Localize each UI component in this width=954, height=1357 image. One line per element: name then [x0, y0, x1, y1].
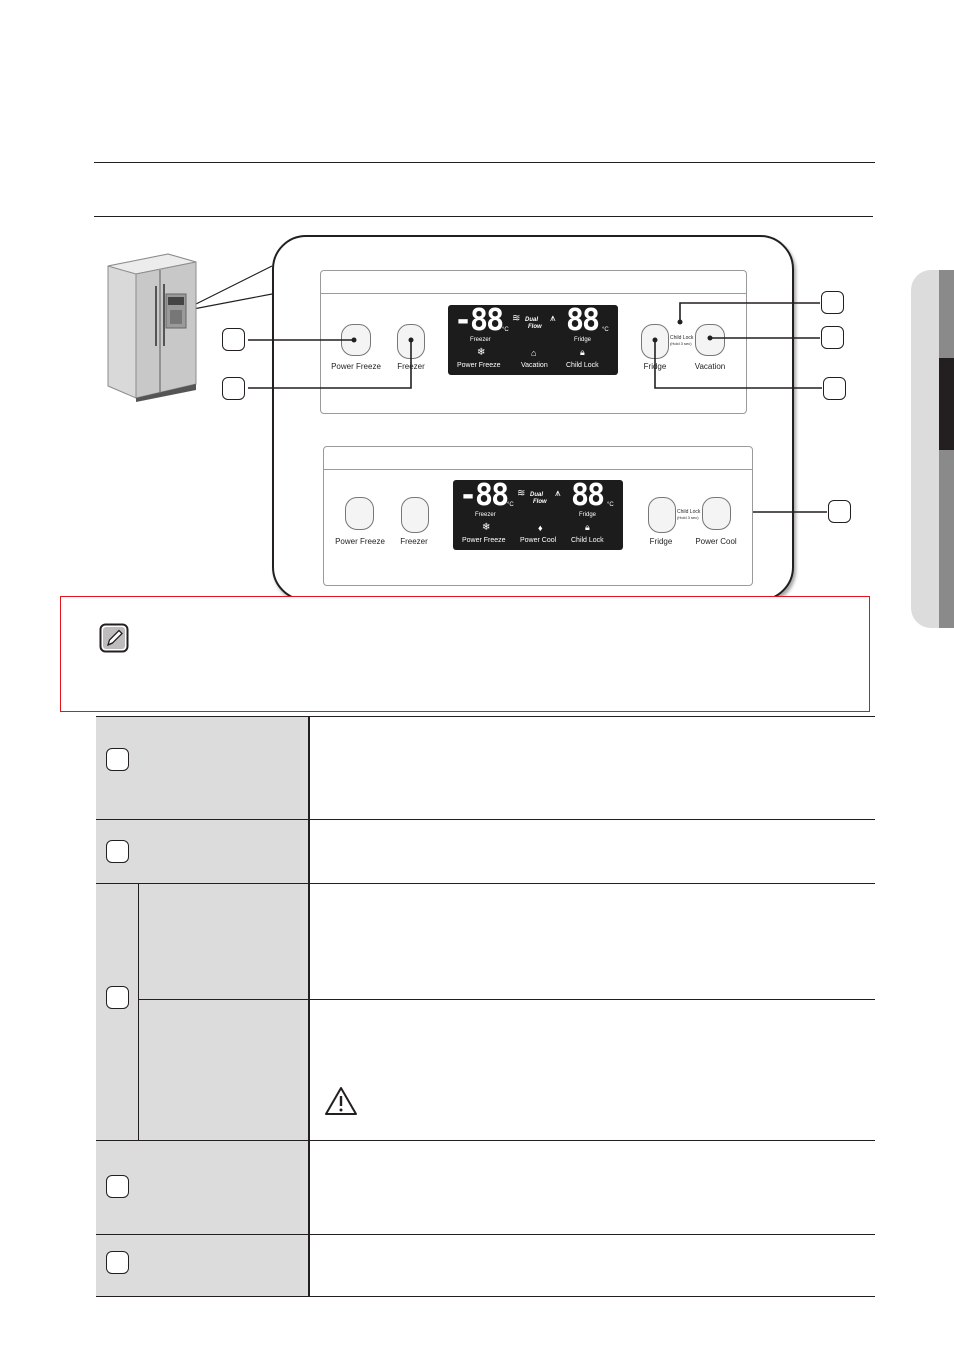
dual-label: Dual [530, 492, 544, 498]
fridge-label: Fridge [649, 537, 673, 546]
callout-box-1 [222, 328, 245, 351]
row-label-cell [96, 1234, 309, 1297]
table-row [96, 999, 875, 1141]
child-lock-hint: Child Lock [677, 509, 701, 515]
feature-table [96, 716, 875, 1297]
table-row [96, 883, 875, 1141]
header-rule-top [94, 162, 875, 163]
power-freeze-label: Power Freeze [335, 537, 385, 546]
flow-label: Flow [528, 324, 542, 330]
row-number-box [106, 986, 129, 1009]
row-description-cell [308, 883, 875, 1000]
power-freeze-button[interactable] [345, 497, 374, 530]
row-description-cell [308, 1140, 875, 1235]
power-cool-button[interactable] [702, 497, 731, 530]
vacation-label: Vacation [694, 362, 726, 371]
flow-label: Flow [533, 499, 547, 505]
freezer-label: Freezer [400, 537, 428, 546]
power-freeze-label: Power Freeze [331, 362, 381, 371]
row-number-box [106, 748, 129, 771]
callout-box-5 [823, 377, 846, 400]
snowflake-icon: ❄ [477, 347, 486, 358]
airflow-icon: ≋ [512, 313, 521, 324]
row-description-cell [308, 999, 875, 1141]
lcd-freezer-label: Freezer [470, 337, 491, 343]
row-description-cell [308, 819, 875, 884]
fridge-temp-digits: 88 [566, 303, 600, 338]
fridge-button[interactable] [648, 497, 676, 533]
row-description-cell [308, 1234, 875, 1297]
lcd-fridge-label: Fridge [579, 512, 597, 518]
sub-row-label-cell [138, 999, 309, 1141]
lcd-power-freeze-label: Power Freeze [462, 537, 506, 544]
lcd-fridge-label: Fridge [574, 337, 592, 343]
child-lock-sub: (Hold 3 sec) [677, 515, 699, 520]
lcd-child-lock-label: Child Lock [566, 362, 599, 369]
warning-triangle-icon [325, 1087, 357, 1115]
freezer-temp-digits: -88 [454, 303, 504, 338]
freezer-button[interactable] [401, 497, 429, 533]
freezer-temp-digits: -88 [459, 478, 509, 513]
row-label-cell [96, 883, 139, 1141]
lcd-freezer-label: Freezer [475, 512, 496, 518]
row-number-box [106, 1251, 129, 1274]
fridge-temp-digits: 88 [571, 478, 605, 513]
row-label-cell [96, 1140, 309, 1235]
table-row [96, 1140, 875, 1235]
section-tab-stripe-lower [939, 450, 954, 628]
row-number-box [106, 840, 129, 863]
airflow-icon: ⩚ [555, 488, 561, 499]
table-row [96, 716, 875, 820]
lcd-power-freeze-label: Power Freeze [457, 362, 501, 369]
lcd-child-lock-label: Child Lock [571, 537, 604, 544]
section-tab-stripe-upper [939, 270, 954, 358]
dual-label: Dual [525, 317, 539, 323]
airflow-icon: ≋ [517, 488, 526, 499]
power-cool-label: Power Cool [695, 537, 737, 546]
bottom-lcd-display: -88 °C ≋ Dual Flow ⩚ 88 °C Freezer Fridg… [453, 478, 623, 550]
table-row [96, 1234, 875, 1297]
refrigerator-illustration [107, 253, 273, 402]
note-pencil-icon [99, 623, 129, 653]
section-tab-stripe-active [939, 358, 954, 450]
top-lcd-display: -88 °C ≋ Dual Flow ⩚ 88 °C Freezer Fridg… [448, 303, 618, 375]
header-rule-bottom [94, 216, 873, 217]
drop-icon: ♦ [538, 523, 543, 533]
child-lock-sub: (Hold 3 sec) [670, 341, 692, 346]
airflow-icon: ⩚ [550, 313, 556, 324]
fridge-temp-unit: °C [602, 327, 609, 333]
lock-icon: 🔒︎ [580, 347, 585, 357]
callout-box-3 [821, 291, 844, 314]
fridge-temp-unit: °C [607, 502, 614, 508]
child-lock-hint: Child Lock [670, 335, 694, 341]
freezer-temp-unit: °C [507, 502, 514, 508]
freezer-temp-unit: °C [502, 327, 509, 333]
callout-box-2 [222, 377, 245, 400]
callout-box-4 [821, 326, 844, 349]
lcd-power-cool-label: Power Cool [520, 537, 557, 544]
lcd-vacation-label: Vacation [521, 362, 548, 369]
row-label-cell [96, 716, 309, 820]
row-label-cell [96, 819, 309, 884]
sub-row-label-cell [138, 883, 309, 1000]
row-description-cell [308, 716, 875, 820]
row-number-box [106, 1175, 129, 1198]
note-box [60, 596, 870, 712]
table-row [96, 819, 875, 884]
callout-box-6 [828, 500, 851, 523]
snowflake-icon: ❄ [482, 522, 491, 533]
lock-icon: 🔒︎ [585, 522, 590, 532]
vacation-icon: ⌂ [531, 348, 537, 358]
